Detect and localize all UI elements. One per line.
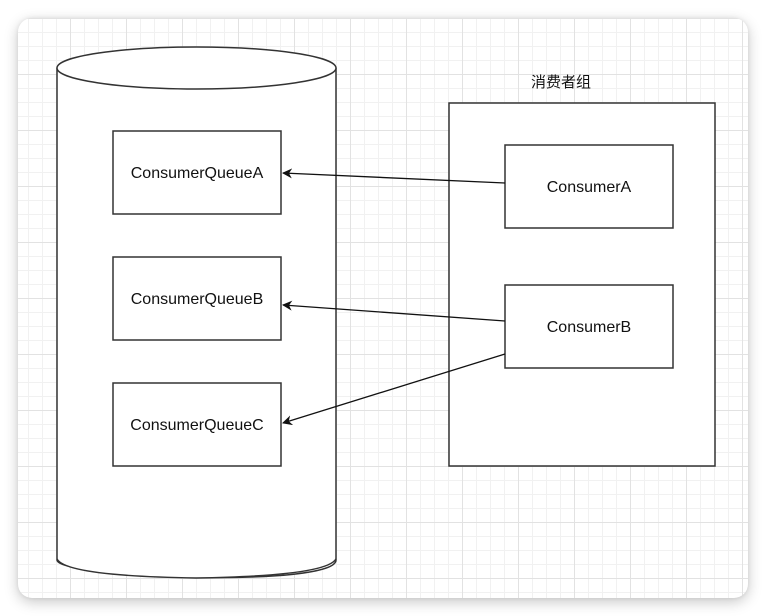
consumer-box-b-rect — [504, 284, 674, 369]
edge-consumer-b-to-queue-b[interactable] — [282, 300, 506, 322]
edge-consumer-b-to-queue-c[interactable] — [282, 353, 506, 426]
consumer-group-title: 消费者组 — [531, 73, 591, 91]
consumer-box-a[interactable]: ConsumerA — [504, 144, 674, 229]
consumer-box-a-rect — [504, 144, 674, 229]
queue-box-b-rect — [112, 256, 282, 341]
queue-label-b: ConsumerQueueB — [131, 291, 264, 308]
consumer-label-b: ConsumerB — [547, 319, 631, 336]
queue-label-c: ConsumerQueueC — [130, 417, 263, 434]
cylinder-bottom-curve — [56, 558, 337, 579]
consumer-box-b[interactable]: ConsumerB — [504, 284, 674, 369]
queue-box-c-rect — [112, 382, 282, 467]
queue-box-a-rect — [112, 130, 282, 215]
consumer-label-a: ConsumerA — [547, 179, 632, 196]
cylinder-top — [56, 46, 337, 90]
queue-box-b[interactable]: ConsumerQueueB — [112, 256, 282, 341]
queue-box-a[interactable]: ConsumerQueueA — [112, 130, 282, 215]
edge-consumer-a-to-queue-a[interactable] — [282, 168, 506, 184]
queue-box-c[interactable]: ConsumerQueueC — [112, 382, 282, 467]
queue-label-a: ConsumerQueueA — [131, 165, 264, 182]
